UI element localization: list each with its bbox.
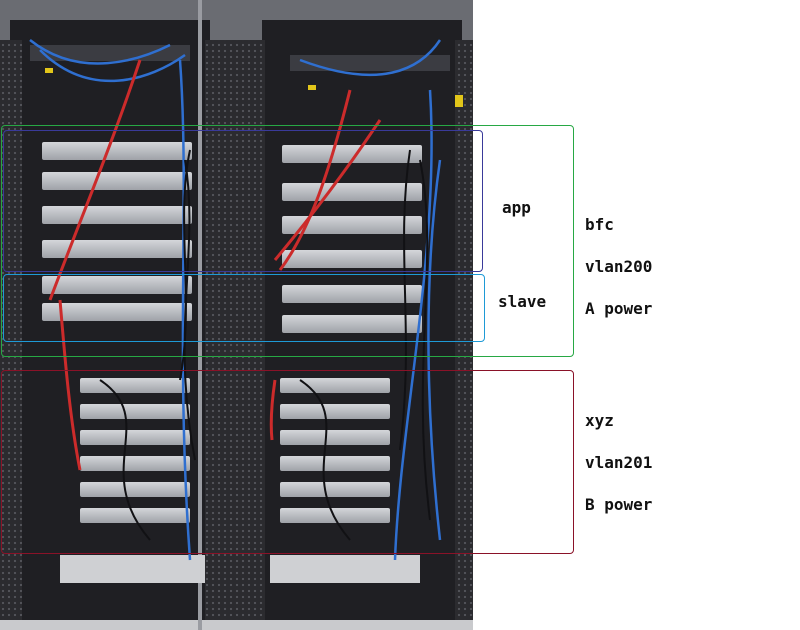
server-unit bbox=[42, 142, 192, 160]
group-app-box bbox=[3, 130, 483, 272]
left-rack-lower-servers bbox=[80, 378, 190, 523]
left-rack-door-mesh bbox=[0, 40, 22, 620]
label-vlan200: vlan200 bbox=[585, 257, 653, 276]
label-vlan201: vlan201 bbox=[585, 453, 653, 472]
server-unit bbox=[80, 482, 190, 497]
server-unit bbox=[80, 430, 190, 445]
center-rack-door-mesh bbox=[205, 40, 265, 620]
right-rack-upper-servers bbox=[282, 145, 422, 333]
group-xyz-box bbox=[1, 370, 574, 554]
cable-tag bbox=[455, 95, 463, 107]
server-unit bbox=[280, 430, 390, 445]
label-xyz: xyz bbox=[585, 411, 614, 430]
left-bottom-shelf bbox=[60, 555, 205, 583]
server-unit bbox=[280, 378, 390, 393]
group-slave-box bbox=[3, 274, 485, 342]
right-rack-lower-servers bbox=[280, 378, 390, 523]
server-unit bbox=[282, 145, 422, 163]
label-bfc: bfc bbox=[585, 215, 614, 234]
server-unit bbox=[80, 456, 190, 471]
cable-tag bbox=[308, 85, 316, 90]
server-unit bbox=[80, 404, 190, 419]
label-app: app bbox=[502, 198, 531, 217]
right-bottom-shelf bbox=[270, 555, 420, 583]
black-cables bbox=[99, 149, 431, 541]
red-cables bbox=[48, 59, 382, 471]
blue-cables bbox=[29, 39, 442, 561]
cable-tag bbox=[45, 68, 53, 73]
left-top-switch bbox=[30, 45, 190, 61]
server-unit bbox=[282, 285, 422, 303]
label-slave: slave bbox=[498, 292, 547, 311]
server-unit bbox=[280, 404, 390, 419]
label-a-power: A power bbox=[585, 299, 653, 318]
server-unit bbox=[80, 378, 190, 393]
label-b-power: B power bbox=[585, 495, 653, 514]
right-rack-door-mesh bbox=[455, 40, 473, 620]
server-unit bbox=[80, 508, 190, 523]
server-unit bbox=[42, 303, 192, 321]
server-unit bbox=[282, 315, 422, 333]
server-unit bbox=[42, 172, 192, 190]
server-rack-photo bbox=[0, 0, 473, 630]
server-unit bbox=[42, 240, 192, 258]
server-unit bbox=[282, 216, 422, 234]
server-unit bbox=[280, 456, 390, 471]
server-unit bbox=[282, 250, 422, 268]
server-unit bbox=[42, 276, 192, 294]
server-unit bbox=[280, 482, 390, 497]
group-bfc-box bbox=[1, 125, 574, 357]
server-unit bbox=[280, 508, 390, 523]
